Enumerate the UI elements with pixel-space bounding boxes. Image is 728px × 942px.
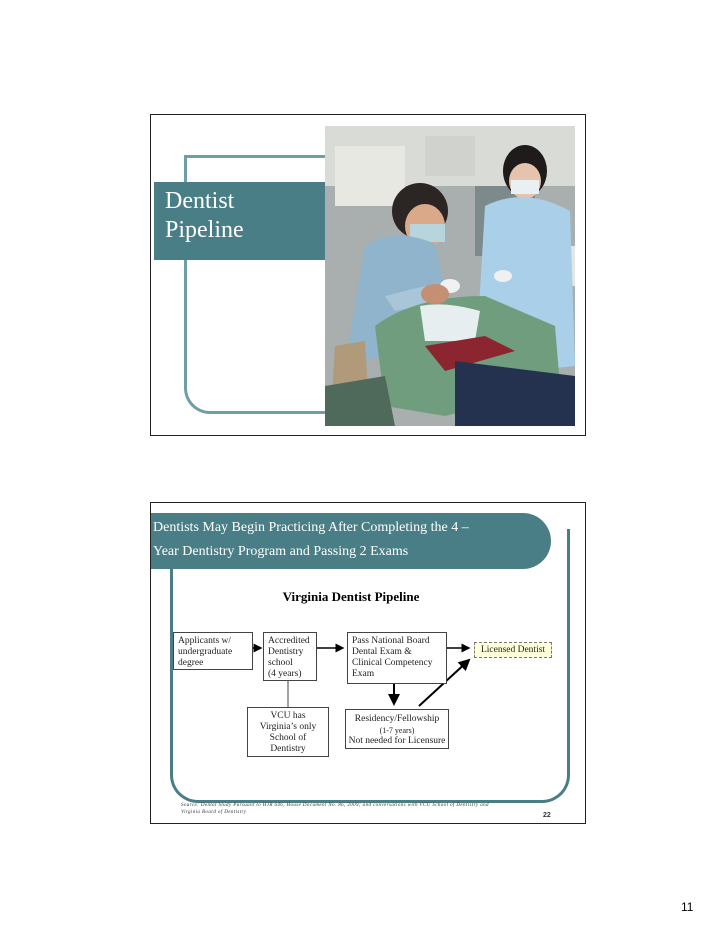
title-line-1: Dentists May Begin Practicing After Comp… xyxy=(153,520,469,535)
footnote-line-2: Virginia Board of Dentistry xyxy=(181,810,247,815)
footnote-line-1: Source: Dental Study Pursuant to HJR 646… xyxy=(181,803,489,808)
exams-line-4: Exam xyxy=(352,669,375,679)
vcu-line-3: School of xyxy=(269,733,307,743)
slide-number: 22 xyxy=(543,812,551,819)
title-line-2: Year Dentistry Program and Passing 2 Exa… xyxy=(153,544,409,559)
dentist-photo xyxy=(325,126,575,426)
box-applicants: Applicants w/ undergraduate degree xyxy=(173,632,253,670)
accredited-line-3: school xyxy=(268,658,293,668)
title-line-2: Pipeline xyxy=(165,217,244,243)
slide-2: Dentists May Begin Practicing After Comp… xyxy=(150,502,586,824)
diagram-title: Virginia Dentist Pipeline xyxy=(282,589,420,604)
box-vcu: VCU has Virginia’s only School of Dentis… xyxy=(247,707,329,757)
applicants-line-2: undergraduate xyxy=(178,647,233,657)
title-line-1: Dentist xyxy=(165,188,235,214)
page-number: 11 xyxy=(681,900,694,914)
licensed-label: Licensed Dentist xyxy=(480,645,546,655)
vcu-line-1: VCU has xyxy=(270,711,306,721)
vcu-line-4: Dentistry xyxy=(270,744,306,754)
box-pass-exams: Pass National Board Dental Exam & Clinic… xyxy=(347,632,447,684)
applicants-line-3: degree xyxy=(178,658,204,668)
exams-line-2: Dental Exam & xyxy=(352,647,412,657)
box-licensed-dentist: Licensed Dentist xyxy=(474,642,552,658)
slide-1: Dentist Pipeline xyxy=(150,114,586,436)
title-band xyxy=(154,182,326,260)
residency-line-1: Residency/Fellowship xyxy=(354,714,440,724)
residency-line-3: Not needed for Licensure xyxy=(348,736,446,746)
accredited-line-1: Accredited xyxy=(268,636,310,646)
exams-line-3: Clinical Competency xyxy=(352,658,433,668)
box-accredited-school: Accredited Dentistry school (4 years) xyxy=(263,632,317,681)
slide-frame xyxy=(170,541,570,803)
accredited-line-4: (4 years) xyxy=(268,669,302,679)
applicants-line-1: Applicants w/ xyxy=(178,636,232,646)
title-banner xyxy=(151,513,551,569)
source-footnote: Source: Dental Study Pursuant to HJR 646… xyxy=(181,802,521,816)
exams-line-1: Pass National Board xyxy=(352,636,430,646)
slide-title: Dentists May Begin Practicing After Comp… xyxy=(153,516,553,564)
slide-title: Dentist Pipeline xyxy=(165,187,244,245)
vcu-line-2: Virginia’s only xyxy=(259,722,317,732)
residency-line-2: (1-7 years) xyxy=(379,726,415,735)
accredited-line-2: Dentistry xyxy=(268,647,304,657)
box-residency: Residency/Fellowship (1-7 years) Not nee… xyxy=(345,709,449,749)
slide-frame-right xyxy=(567,529,570,569)
